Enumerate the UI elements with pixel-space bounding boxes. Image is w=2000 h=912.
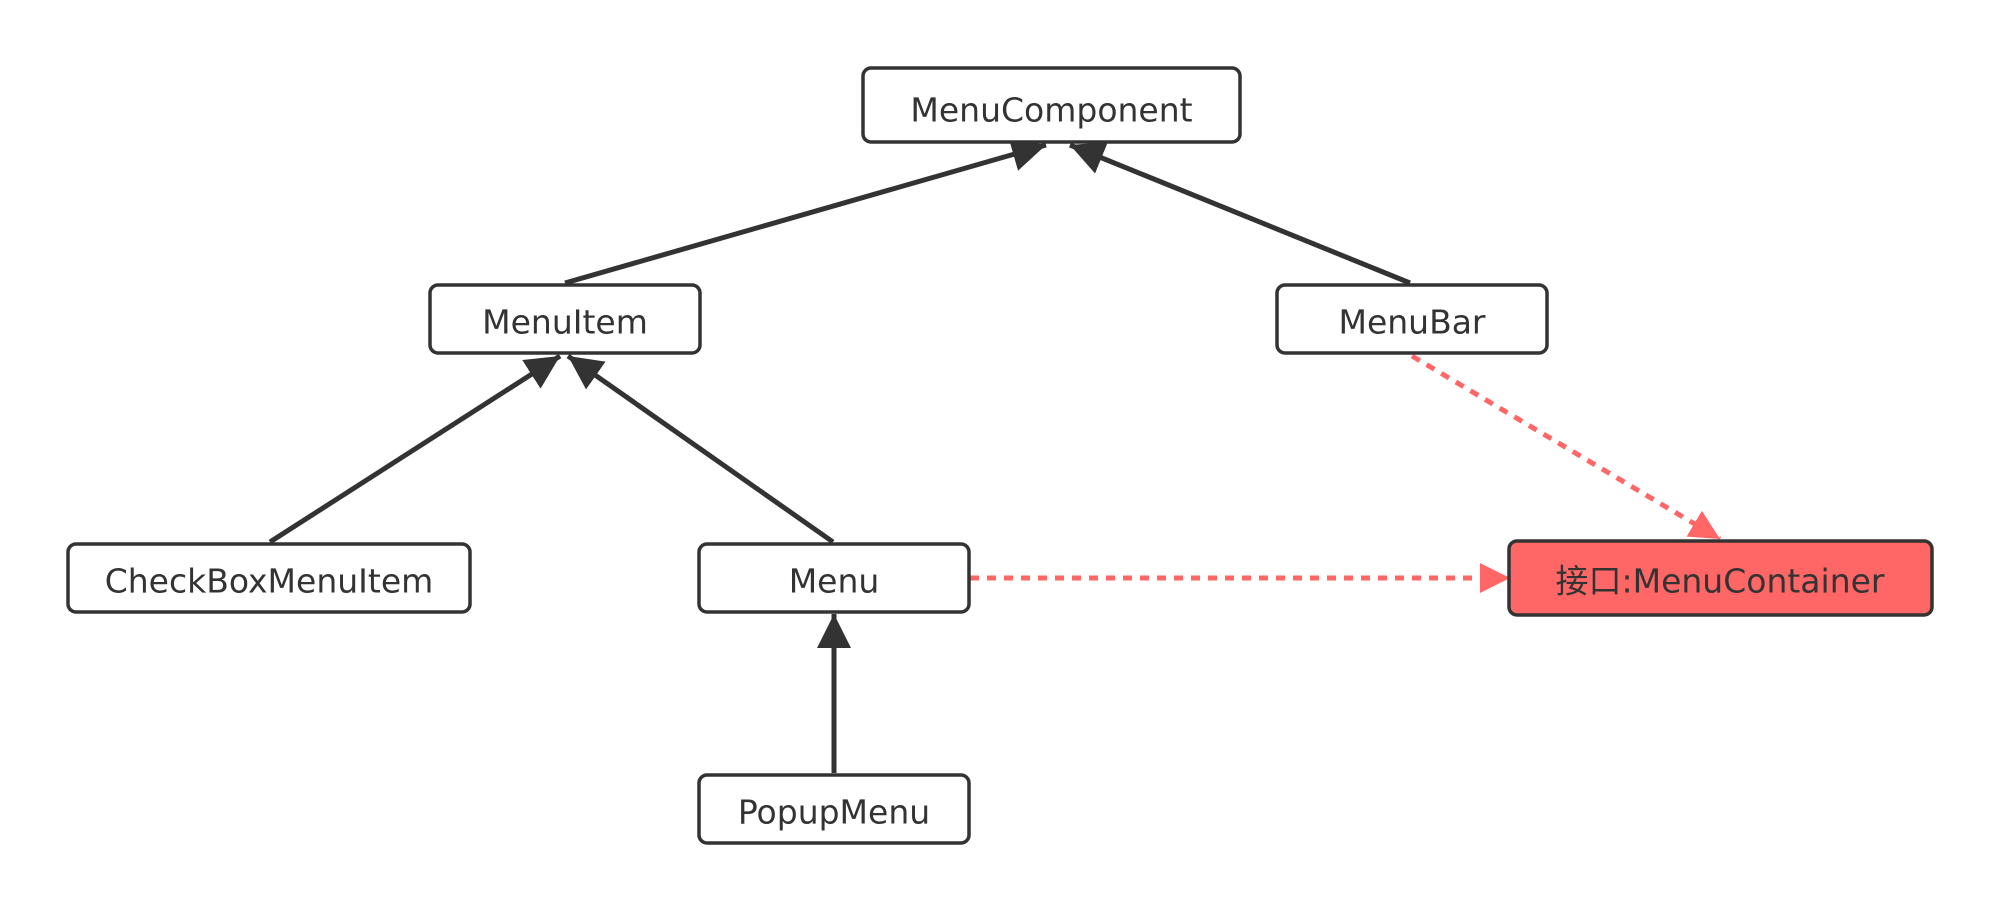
node-checkbox-menu-item: CheckBoxMenuItem: [66, 542, 472, 614]
node-menu-item: MenuItem: [428, 283, 702, 355]
edges-layer: [268, 138, 1722, 773]
node-label: CheckBoxMenuItem: [105, 562, 434, 601]
node-label: PopupMenu: [738, 793, 930, 832]
nodes-layer: MenuComponent MenuItem MenuBar CheckBoxM…: [66, 66, 1934, 845]
node-label: 接口:MenuContainer: [1556, 562, 1885, 601]
node-menu-bar: MenuBar: [1275, 283, 1549, 355]
edge-menuitem-to-menucomponent: [564, 138, 1047, 286]
node-label: MenuBar: [1338, 303, 1485, 342]
edge-menubar-to-menucontainer: [1410, 353, 1722, 542]
edge-checkboxmenuitem-to-menuitem: [268, 353, 562, 545]
node-menu: Menu: [697, 542, 971, 614]
edge-menubar-to-menucomponent: [1069, 142, 1411, 286]
node-label: Menu: [789, 562, 880, 601]
node-label: MenuComponent: [910, 91, 1192, 130]
edge-menu-to-menuitem: [566, 353, 835, 545]
node-popup-menu: PopupMenu: [697, 773, 971, 845]
node-menu-component: MenuComponent: [861, 66, 1242, 144]
node-menu-container-interface: 接口:MenuContainer: [1507, 539, 1934, 617]
node-label: MenuItem: [482, 303, 648, 342]
